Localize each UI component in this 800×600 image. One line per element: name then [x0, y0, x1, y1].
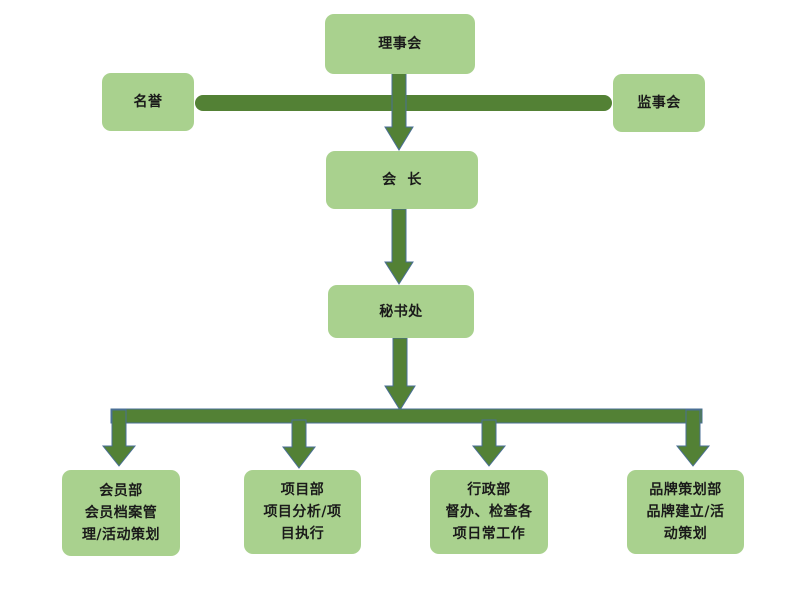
- member-department-line-1: 会员档案管: [84, 505, 158, 521]
- secretariat-label: 秘书处: [379, 303, 423, 320]
- arrow-to-brand-dept: [675, 409, 711, 467]
- admin-department-node: 行政部 督办、检查各 项日常工作: [430, 470, 548, 554]
- brand-department-name: 品牌策划部: [649, 482, 722, 498]
- arrow-to-project-dept: [281, 419, 317, 469]
- brand-department-node: 品牌策划部 品牌建立/活 动策划: [627, 470, 744, 554]
- supervisory-board-node: 监事会: [613, 74, 705, 132]
- project-department-line-2: 目执行: [280, 526, 325, 542]
- arrow-secretariat-to-branch: [384, 337, 416, 411]
- admin-department-name: 行政部: [467, 482, 511, 498]
- admin-department-line-2: 项日常工作: [452, 526, 526, 542]
- brand-department-line-1: 品牌建立/活: [646, 504, 725, 520]
- arrow-council-to-president: [384, 72, 414, 151]
- president-node: 会 长: [326, 151, 478, 209]
- arrow-to-member-dept: [101, 409, 137, 467]
- secretariat-node: 秘书处: [328, 285, 474, 338]
- honorary-node: 名誉: [102, 73, 194, 131]
- council-node: 理事会: [325, 14, 475, 74]
- project-department-node: 项目部 项目分析/项 目执行: [244, 470, 361, 554]
- member-department-node: 会员部 会员档案管 理/活动策划: [62, 470, 180, 556]
- member-department-line-2: 理/活动策划: [81, 527, 161, 543]
- supervisory-board-label: 监事会: [637, 95, 681, 111]
- project-department-line-1: 项目分析/项: [263, 504, 342, 520]
- arrow-to-admin-dept: [471, 419, 507, 467]
- project-department-name: 项目部: [280, 482, 325, 498]
- brand-department-line-2: 动策划: [663, 526, 708, 542]
- member-department-name: 会员部: [99, 483, 143, 499]
- president-label: 会 长: [382, 172, 422, 188]
- admin-department-line-1: 督办、检查各: [445, 504, 533, 520]
- arrow-president-to-secretariat: [384, 208, 414, 285]
- department-branch-bar: [110, 408, 703, 424]
- honorary-label: 名誉: [133, 94, 163, 110]
- council-label: 理事会: [378, 36, 422, 52]
